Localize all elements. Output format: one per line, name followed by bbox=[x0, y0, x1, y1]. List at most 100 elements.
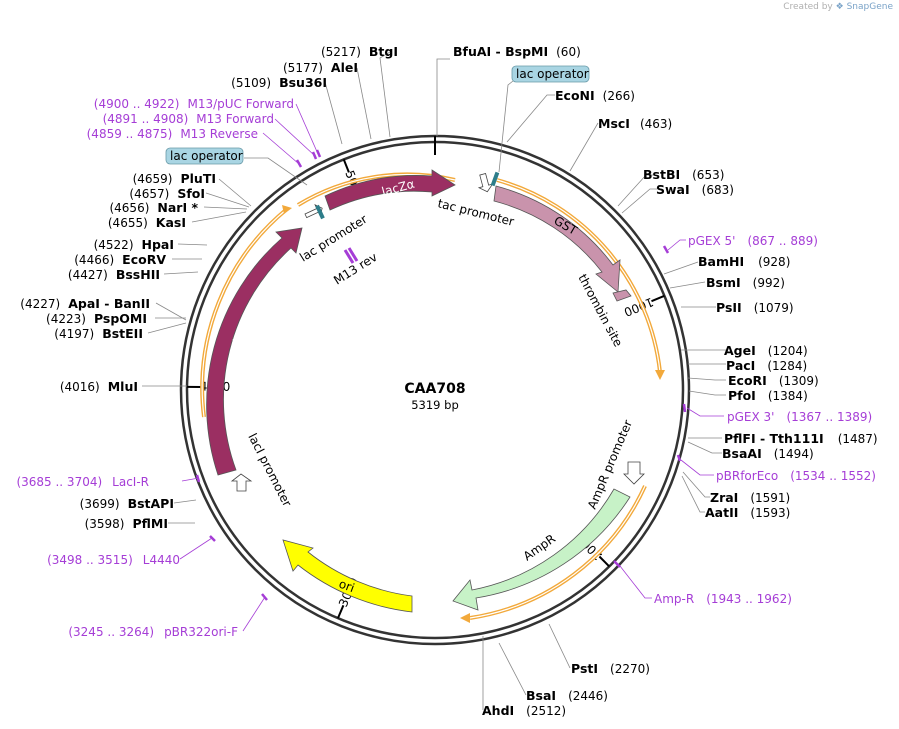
site-BamHI[interactable]: BamHI(928) bbox=[698, 254, 790, 269]
site-KasI[interactable]: (4655)KasI bbox=[108, 215, 186, 230]
site-ApaI[interactable]: (4227)ApaI - BanII bbox=[20, 296, 150, 311]
primer-m13-rev[interactable]: M13 rev bbox=[331, 247, 380, 288]
site-name: BfuAI bbox=[453, 44, 491, 59]
operator-block bbox=[315, 204, 325, 220]
primer-L4440[interactable]: (3498 .. 3515)L4440 bbox=[47, 553, 180, 567]
site-name: AatII bbox=[705, 505, 738, 520]
restriction-sites: BfuAI - BspMI(60) EcoNI(266) MscI(463) B… bbox=[20, 44, 877, 718]
site-PacI[interactable]: PacI(1284) bbox=[726, 358, 807, 373]
primer-range: (3245 .. 3264) bbox=[68, 625, 154, 639]
site-Bsu36I[interactable]: (5109)Bsu36I bbox=[231, 75, 327, 90]
site-AleI[interactable]: (5177)AleI bbox=[283, 60, 358, 75]
site-BsaI[interactable]: BsaI(2446) bbox=[526, 688, 608, 703]
svg-text:pGEX 3'(1367 .. 1389): pGEX 3'(1367 .. 1389) bbox=[727, 410, 872, 424]
feature-GST[interactable]: GST bbox=[493, 185, 621, 293]
site-name: ZraI bbox=[710, 490, 738, 505]
primer-LacI-R[interactable]: (3685 .. 3704)LacI-R bbox=[16, 475, 149, 489]
site-PspOMI[interactable]: (4223)PspOMI bbox=[46, 311, 147, 326]
svg-text:(4900 .. 4922)M13/pUC Forward: (4900 .. 4922)M13/pUC Forward bbox=[94, 97, 294, 111]
primer-name: M13 Forward bbox=[196, 112, 274, 126]
primer-pGEX3[interactable]: pGEX 3'(1367 .. 1389) bbox=[727, 410, 872, 424]
feature-lacI[interactable]: lacI bbox=[206, 227, 303, 476]
svg-text:(4466)EcoRV: (4466)EcoRV bbox=[74, 252, 166, 267]
site-position: (2512) bbox=[526, 704, 566, 718]
primer-M13-Reverse[interactable]: (4859 .. 4875)M13 Reverse bbox=[87, 127, 258, 141]
site-position: (1591) bbox=[750, 491, 790, 505]
svg-text:EcoNI(266): EcoNI(266) bbox=[555, 88, 635, 103]
primer-name: pBRforEco bbox=[716, 469, 778, 483]
svg-text:(3498 .. 3515)L4440: (3498 .. 3515)L4440 bbox=[47, 553, 180, 567]
site-name: BstEII bbox=[102, 326, 143, 341]
site-MluI[interactable]: (4016)MluI bbox=[60, 379, 138, 394]
site-AatII[interactable]: AatII(1593) bbox=[705, 505, 790, 520]
primer-range: (4859 .. 4875) bbox=[87, 127, 173, 141]
site-SwaI[interactable]: SwaI(683) bbox=[656, 182, 734, 197]
site-ZraI[interactable]: ZraI (1591) bbox=[710, 490, 790, 505]
site-name: HpaI bbox=[142, 237, 175, 252]
site-BstAPI[interactable]: (3699)BstAPI bbox=[80, 496, 174, 511]
site-name: BstBI bbox=[643, 167, 680, 182]
site-AhdI[interactable]: AhdI(2512) bbox=[482, 703, 566, 718]
site-BssHII[interactable]: (4427)BssHII bbox=[68, 267, 160, 282]
primer-pBRforEco[interactable]: pBRforEco(1534 .. 1552) bbox=[716, 469, 876, 483]
site-EcoNI[interactable]: EcoNI(266) bbox=[555, 88, 635, 103]
site-position: (1079) bbox=[754, 301, 794, 315]
site-AgeI[interactable]: AgeI(1204) bbox=[724, 343, 808, 358]
site-position: (5217) bbox=[321, 45, 361, 59]
operator-label-right[interactable]: lac operator bbox=[498, 65, 590, 173]
site-SfoI[interactable]: (4657)SfoI bbox=[129, 186, 205, 201]
primer-range: (4891 .. 4908) bbox=[103, 112, 189, 126]
site-name: KasI bbox=[156, 215, 186, 230]
svg-text:Amp-R(1943 .. 1962): Amp-R(1943 .. 1962) bbox=[654, 592, 792, 606]
svg-text:MscI(463): MscI(463) bbox=[598, 116, 672, 131]
primer-pGEX5[interactable]: pGEX 5'(867 .. 889) bbox=[688, 234, 818, 248]
operator-label-left[interactable]: lac operator bbox=[165, 147, 308, 186]
operator-block bbox=[490, 171, 500, 187]
site-HpaI[interactable]: (4522)HpaI bbox=[94, 237, 174, 252]
site-NarI[interactable]: (4656)NarI * bbox=[109, 200, 198, 215]
site-BsmI[interactable]: BsmI(992) bbox=[706, 275, 785, 290]
site-BfuAI[interactable]: BfuAI - BspMI(60) bbox=[453, 44, 581, 59]
promoter-lac[interactable]: lac promoter bbox=[297, 203, 370, 265]
feature-thrombin-site[interactable]: thrombin site bbox=[575, 272, 632, 349]
site-name: PfoI bbox=[728, 388, 756, 403]
site-leader-lines bbox=[142, 51, 726, 710]
site-position: (683) bbox=[702, 183, 734, 197]
site-PfoI[interactable]: PfoI(1384) bbox=[728, 388, 808, 403]
svg-text:BsaI(2446): BsaI(2446) bbox=[526, 688, 608, 703]
site-name: Bsu36I bbox=[279, 75, 327, 90]
site-name: BsaI bbox=[526, 688, 556, 703]
tick-mark bbox=[336, 604, 345, 619]
site-BtgI[interactable]: (5217)BtgI bbox=[321, 44, 398, 59]
site-name: PflFI bbox=[724, 431, 756, 446]
site-position: (5177) bbox=[283, 61, 323, 75]
primer-range: (1367 .. 1389) bbox=[786, 410, 872, 424]
site-EcoRI[interactable]: EcoRI(1309) bbox=[728, 373, 819, 388]
site-PflMI[interactable]: (3598)PflMI bbox=[85, 516, 168, 531]
svg-text:AatII(1593): AatII(1593) bbox=[705, 505, 790, 520]
site-PsII[interactable]: PsII(1079) bbox=[716, 300, 794, 315]
site-PflFI[interactable]: PflFI - Tth111I(1487) bbox=[724, 431, 878, 446]
site-MscI[interactable]: MscI(463) bbox=[598, 116, 672, 131]
primer-M13-pUC-Forward[interactable]: (4900 .. 4922)M13/pUC Forward bbox=[94, 97, 294, 111]
promoter-lacI[interactable]: lacI promoter bbox=[230, 431, 294, 509]
site-name: EcoRV bbox=[122, 252, 166, 267]
site-PstI[interactable]: PstI(2270) bbox=[571, 661, 650, 676]
primer-Amp-R[interactable]: Amp-R(1943 .. 1962) bbox=[654, 592, 792, 606]
site-PluTI[interactable]: (4659)PluTI bbox=[133, 171, 216, 186]
site-BstEII[interactable]: (4197)BstEII bbox=[54, 326, 143, 341]
svg-text:(4659)PluTI: (4659)PluTI bbox=[133, 171, 216, 186]
promoter-label: lac promoter bbox=[297, 212, 370, 265]
feature-ori[interactable]: ori bbox=[282, 539, 413, 613]
site-EcoRV[interactable]: (4466)EcoRV bbox=[74, 252, 166, 267]
site-position: (463) bbox=[640, 117, 672, 131]
primer-range: (3685 .. 3704) bbox=[16, 475, 102, 489]
primer-pBR322ori-F[interactable]: (3245 .. 3264)pBR322ori-F bbox=[68, 625, 238, 639]
site-position: (1284) bbox=[767, 359, 807, 373]
primer-range: (3498 .. 3515) bbox=[47, 553, 133, 567]
primer-M13-Forward[interactable]: (4891 .. 4908) M13 Forward bbox=[103, 112, 274, 126]
site-BstBI[interactable]: BstBI(653) bbox=[643, 167, 724, 182]
site-BsaAI[interactable]: BsaAI(1494) bbox=[722, 446, 814, 461]
svg-text:(4859 .. 4875)M13 Reverse: (4859 .. 4875)M13 Reverse bbox=[87, 127, 258, 141]
